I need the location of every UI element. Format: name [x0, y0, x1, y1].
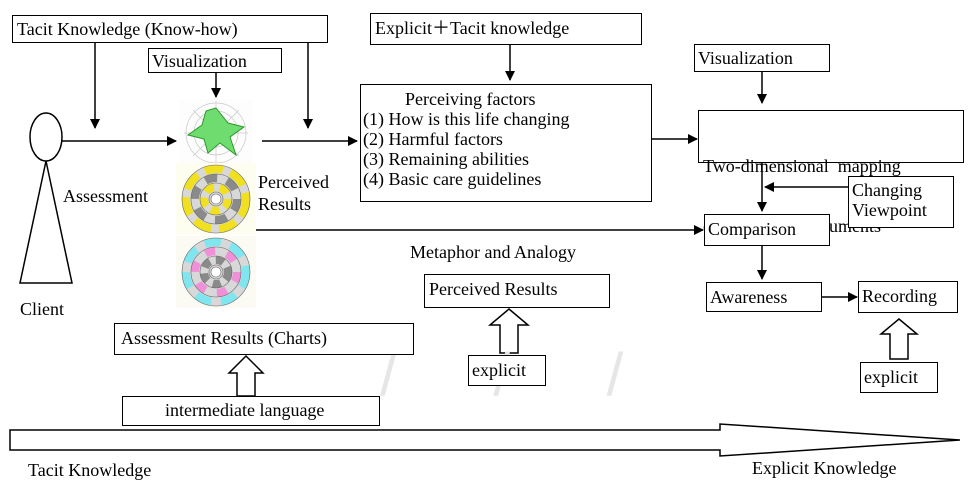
perceived-results-box-text: Perceived Results: [429, 279, 558, 299]
client-label: Client: [20, 299, 64, 319]
perceiving-factor-3: (3) Remaining abilities: [363, 149, 529, 169]
comparison-text: Comparison: [708, 219, 796, 239]
hollow-arrow-intermediate: [227, 354, 265, 397]
perceived-results-label-line-2: Results: [258, 194, 312, 214]
assessment-results-box: Assessment Results (Charts): [114, 323, 414, 355]
explicit-mid-text: explicit: [472, 360, 526, 380]
comparison-box: Comparison: [704, 214, 830, 246]
perceived-results-box: Perceived Results: [424, 274, 610, 308]
assessment-label: Assessment: [63, 186, 148, 206]
explicit-right-box: explicit: [860, 362, 938, 393]
two-dimensional-mapping-box: Two-dimensional mapping of perceiving do…: [698, 110, 964, 236]
recording-box: Recording: [858, 281, 958, 313]
hollow-arrow-explicit-mid: [487, 308, 531, 354]
tacit-knowhow-box: Tacit Knowledge (Know-how): [12, 15, 328, 43]
tacit-knowhow-text: Tacit Knowledge (Know-how): [17, 19, 238, 39]
mapping-line-1: Two-dimensional mapping: [703, 156, 901, 176]
explicit-right-text: explicit: [864, 367, 918, 387]
visualization-right-text: Visualization: [698, 48, 793, 68]
changing-viewpoint-line-1: Changing: [852, 180, 922, 200]
cyan-circular-chart-image: [176, 236, 256, 308]
recording-text: Recording: [862, 286, 937, 306]
yellow-circular-chart-image: [176, 163, 256, 235]
hollow-arrow-explicit-right: [878, 318, 920, 360]
tacit-to-explicit-arrow: [9, 423, 961, 457]
client-figure: [19, 112, 73, 284]
awareness-text: Awareness: [710, 287, 788, 307]
radar-chart-image: [179, 99, 253, 167]
perceiving-factor-2: (2) Harmful factors: [363, 129, 503, 149]
perceiving-factors-box: Perceiving factors (1) How is this life …: [360, 84, 652, 202]
awareness-box: Awareness: [706, 282, 822, 312]
intermediate-language-text: intermediate language: [165, 400, 325, 420]
perceiving-factors-title: Perceiving factors: [405, 89, 536, 109]
explicit-tacit-text: Explicit＋Tacit knowledge: [375, 18, 570, 38]
tacit-knowledge-bottom-label: Tacit Knowledge: [28, 460, 152, 480]
changing-viewpoint-box: Changing Viewpoint: [848, 176, 954, 228]
assessment-results-text: Assessment Results (Charts): [121, 328, 327, 348]
perceived-results-label-line-1: Perceived: [258, 172, 329, 192]
metaphor-analogy-label: Metaphor and Analogy: [410, 242, 576, 262]
perceiving-factor-1: (1) How is this life changing: [363, 109, 570, 129]
visualization-left-box: Visualization: [148, 48, 282, 73]
visualization-left-text: Visualization: [152, 51, 247, 71]
explicit-tacit-box: Explicit＋Tacit knowledge: [370, 13, 642, 45]
explicit-mid-box: explicit: [468, 355, 546, 386]
changing-viewpoint-line-2: Viewpoint: [852, 200, 927, 220]
explicit-knowledge-bottom-label: Explicit Knowledge: [752, 458, 897, 478]
visualization-right-box: Visualization: [694, 44, 830, 72]
perceiving-factor-4: (4) Basic care guidelines: [363, 169, 542, 189]
intermediate-language-box: intermediate language: [122, 396, 380, 426]
